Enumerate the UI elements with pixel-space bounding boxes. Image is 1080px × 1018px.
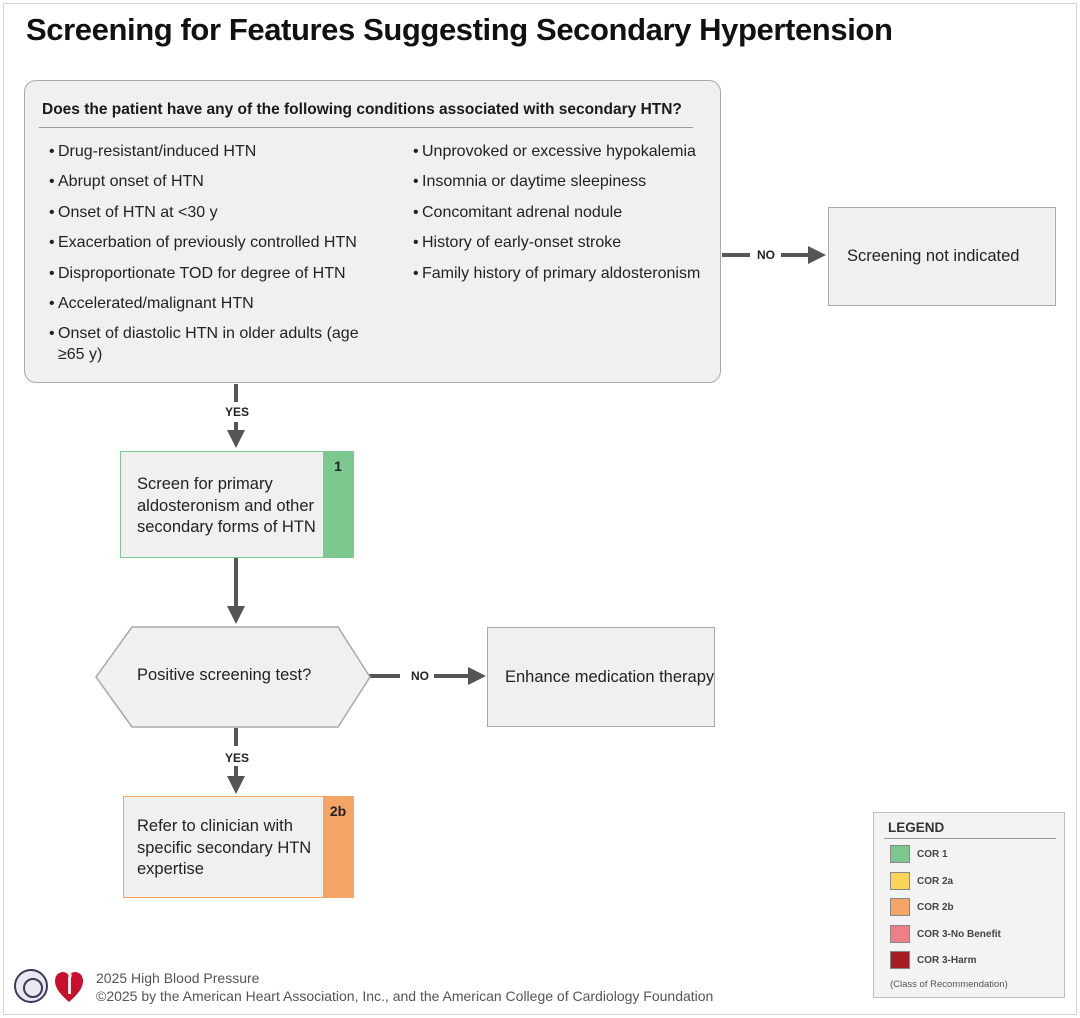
no-label-2: NO [411,669,429,683]
screen-primary-text: Screen for primary aldosteronism and oth… [137,475,316,536]
condition-text: Onset of HTN at <30 y [58,203,218,221]
condition-text: Exacerbation of previously controlled HT… [58,234,357,252]
condition-text: Family history of primary aldosteronism [422,264,701,282]
legend-swatch [890,898,910,916]
yes-label-2: YES [225,751,250,765]
condition-text: Concomitant adrenal nodule [422,203,623,221]
legend: LEGEND COR 1 COR 2a COR 2b COR 3-No Bene… [873,812,1065,998]
condition-item: •Disproportionate TOD for degree of HTN [49,263,389,284]
legend-label: COR 2b [917,902,954,913]
question-divider [39,127,693,128]
condition-item: •Onset of HTN at <30 y [49,202,389,223]
condition-item: •Abrupt onset of HTN [49,171,389,192]
screen-to-test-arrowhead [227,606,245,624]
bullet-icon: • [413,143,419,160]
legend-label: COR 3-No Benefit [917,929,1001,940]
enhance-therapy-box: Enhance medication therapy [487,627,715,727]
question-prompt: Does the patient have any of the followi… [42,101,682,118]
bullet-icon: • [413,234,419,252]
enhance-therapy-text: Enhance medication therapy [505,668,715,686]
yes-arrowhead-2 [227,776,245,794]
condition-item: •Drug-resistant/induced HTN [49,141,389,162]
legend-swatch [890,925,910,943]
refer-clinician-box: Refer to clinician with specific seconda… [123,796,354,898]
figure-frame [3,3,1077,1015]
screening-not-indicated-box: Screening not indicated [828,207,1056,306]
legend-label: COR 2a [917,876,954,887]
condition-item: •Insomnia or daytime sleepiness [413,171,713,192]
bullet-icon: • [413,264,419,282]
condition-text: Abrupt onset of HTN [58,173,204,191]
bullet-icon: • [49,173,55,191]
condition-text: Onset of diastolic HTN in older adults (… [58,325,359,364]
legend-label: COR 1 [917,849,948,860]
footer-copyright: ©2025 by the American Heart Association,… [96,988,714,1004]
footer-guideline-name: 2025 High Blood Pressure [96,970,260,986]
bullet-icon: • [49,234,55,252]
condition-text: Drug-resistant/induced HTN [58,143,257,160]
refer-clinician-text: Refer to clinician with specific seconda… [137,817,312,878]
question-box: Does the patient have any of the followi… [24,80,721,383]
page-title: Screening for Features Suggesting Second… [26,12,893,47]
condition-item: •History of early-onset stroke [413,232,713,253]
condition-item: •Family history of primary aldosteronism [413,263,713,284]
condition-text: Accelerated/malignant HTN [58,294,254,312]
screening-not-indicated-text: Screening not indicated [847,247,1020,265]
condition-item: •Concomitant adrenal nodule [413,202,713,223]
no-arrowhead-1 [808,246,826,264]
legend-label: COR 3-Harm [917,955,977,966]
yes-arrowhead-1 [227,430,245,448]
condition-item: •Accelerated/malignant HTN [49,293,389,314]
legend-swatch [890,845,910,863]
condition-text: History of early-onset stroke [422,234,622,252]
left-conditions-list: •Drug-resistant/induced HTN•Abrupt onset… [49,141,389,375]
bullet-icon: • [413,203,419,221]
bullet-icon: • [49,325,55,343]
legend-note: (Class of Recommendation) [890,979,1008,990]
legend-swatch [890,872,910,890]
cor-badge-1: 1 [323,452,353,557]
bullet-icon: • [49,294,55,312]
condition-text: Insomnia or daytime sleepiness [422,173,647,191]
bullet-icon: • [49,264,55,282]
condition-item: •Onset of diastolic HTN in older adults … [49,323,389,365]
screen-primary-box: Screen for primary aldosteronism and oth… [120,451,354,558]
positive-test-text: Positive screening test? [137,666,312,684]
condition-item: •Exacerbation of previously controlled H… [49,232,389,253]
decision-hexagon [95,626,371,728]
condition-text: Disproportionate TOD for degree of HTN [58,264,346,282]
legend-title: LEGEND [888,820,945,835]
acc-seal-logo-icon [14,969,48,1003]
condition-text: Unprovoked or excessive hypokalemia [422,143,696,160]
no-label-1: NO [757,248,775,262]
right-conditions-list: •Unprovoked or excessive hypokalemia•Ins… [413,141,713,293]
bullet-icon: • [49,143,55,160]
yes-label-1: YES [225,405,250,419]
legend-swatch [890,951,910,969]
no-arrowhead-2 [468,667,486,685]
aha-heart-torch-logo-icon [55,968,83,1002]
cor-badge-2b: 2b [323,797,353,897]
legend-divider [884,838,1056,839]
bullet-icon: • [413,173,419,191]
condition-item: •Unprovoked or excessive hypokalemia [413,141,713,162]
bullet-icon: • [49,203,55,221]
